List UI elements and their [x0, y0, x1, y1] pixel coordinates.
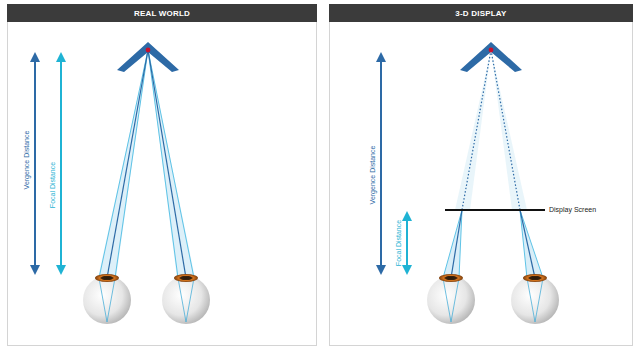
panel-title: REAL WORLD — [134, 9, 190, 18]
panel-header: 3-D DISPLAY — [329, 4, 633, 22]
focal-label: Focal Distance — [395, 218, 402, 268]
vergence-label: Vergence Distance — [23, 129, 30, 192]
screen-label: Display Screen — [549, 206, 596, 213]
focal-label: Focal Distance — [49, 160, 56, 210]
vergence-label: Vergence Distance — [369, 144, 376, 207]
panel-header: REAL WORLD — [7, 4, 317, 22]
panel-title: 3-D DISPLAY — [455, 9, 506, 18]
